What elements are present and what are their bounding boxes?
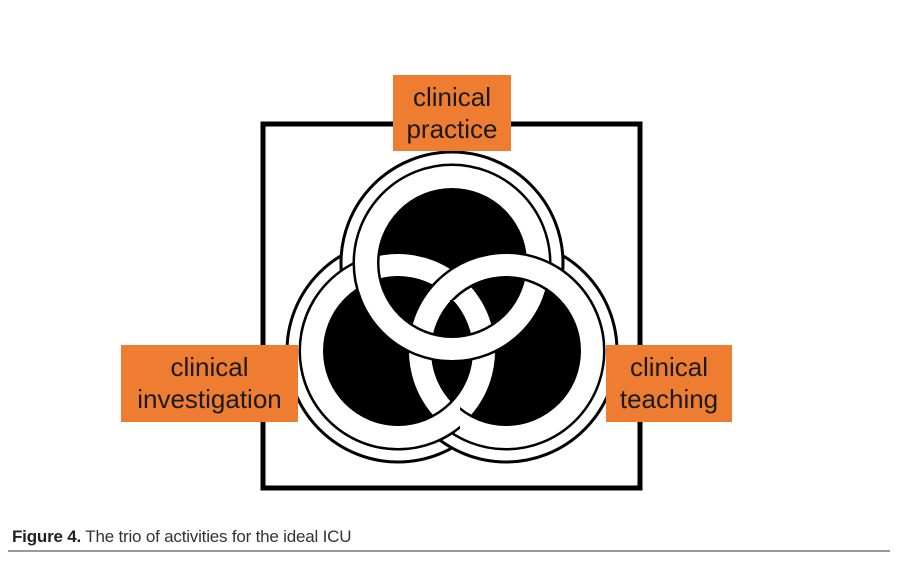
label-line: clinical <box>629 352 709 382</box>
label-clinical-practice: clinical practice <box>393 75 511 151</box>
label-clinical-teaching: clinical teaching <box>606 345 732 422</box>
ring-band-bottom-right <box>455 251 605 340</box>
interlaced-rings <box>285 150 619 464</box>
label-line: clinical <box>170 352 249 382</box>
ring-band-bottom-left <box>300 300 460 451</box>
figure-caption: Figure 4. The trio of activities for the… <box>12 527 351 547</box>
ring-band-strand <box>455 254 603 340</box>
ring-disc-top <box>364 175 540 351</box>
label-line: practice <box>406 114 498 144</box>
label-line: teaching <box>619 384 719 414</box>
label-line: investigation <box>137 384 282 414</box>
caption-divider <box>8 550 890 552</box>
label-line: clinical <box>412 82 492 112</box>
caption-number: Figure 4. <box>12 527 82 546</box>
label-clinical-investigation: clinical investigation <box>121 345 298 422</box>
ring-band-strand <box>301 300 460 448</box>
caption-text: The trio of activities for the ideal ICU <box>81 527 352 546</box>
